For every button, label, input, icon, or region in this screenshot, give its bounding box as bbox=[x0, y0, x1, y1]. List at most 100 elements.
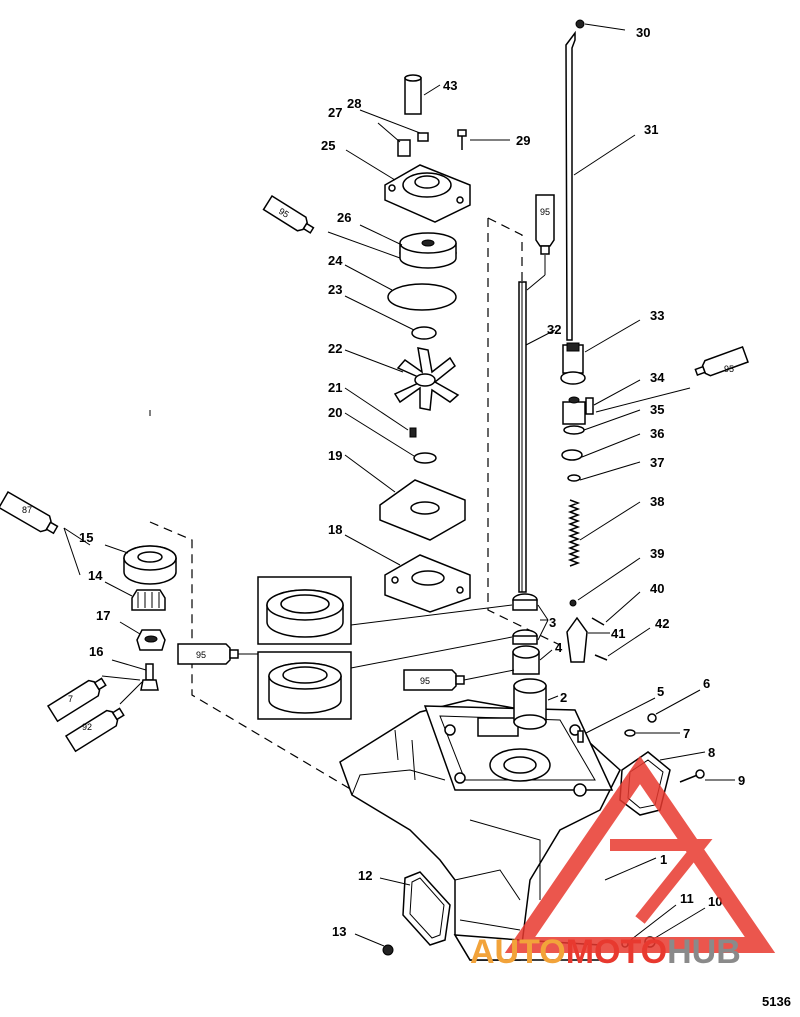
part-37-washer bbox=[567, 461, 641, 482]
callout-35: 35 bbox=[650, 402, 664, 417]
callout-18: 18 bbox=[328, 522, 342, 537]
callout-25: 25 bbox=[321, 138, 335, 153]
part-12-anode bbox=[379, 871, 451, 946]
callout-29: 29 bbox=[516, 133, 530, 148]
part-30-nut bbox=[575, 19, 626, 31]
callout-4: 4 bbox=[555, 640, 563, 655]
callout-38: 38 bbox=[650, 494, 664, 509]
callout-12: 12 bbox=[358, 868, 372, 883]
sealant-tube-87 bbox=[0, 490, 59, 535]
part-18-plate bbox=[344, 534, 471, 613]
part-34-cam bbox=[562, 379, 641, 425]
gearcase-housing bbox=[339, 699, 621, 961]
tube-label-95: 95 bbox=[420, 676, 430, 686]
tube-label-7: 7 bbox=[68, 694, 73, 704]
watermark-text-moto: MOTO bbox=[566, 933, 667, 971]
watermark-logo bbox=[504, 755, 776, 953]
part-20-washer bbox=[344, 412, 437, 464]
part-39-ball bbox=[569, 557, 641, 607]
part-40-pin bbox=[591, 591, 641, 626]
callout-5: 5 bbox=[657, 684, 664, 699]
part-36-washer bbox=[561, 433, 641, 461]
callout-24: 24 bbox=[328, 253, 343, 268]
tube-leader bbox=[119, 681, 143, 705]
callout-11: 11 bbox=[680, 891, 694, 906]
part-9-screw bbox=[679, 769, 735, 783]
callout-3: 3 bbox=[549, 615, 556, 630]
sealant-tube-95-center: 95 bbox=[526, 194, 555, 291]
part-2-bushing bbox=[513, 678, 559, 730]
callout-36: 36 bbox=[650, 426, 664, 441]
part-26-insert bbox=[359, 224, 457, 269]
callout-8: 8 bbox=[708, 745, 715, 760]
callout-42: 42 bbox=[655, 616, 669, 631]
tube-label-87: 87 bbox=[22, 505, 32, 515]
callout-22: 22 bbox=[328, 341, 342, 356]
part-22-impeller bbox=[344, 347, 460, 411]
callout-30: 30 bbox=[636, 25, 650, 40]
callout-31: 31 bbox=[644, 122, 658, 137]
assembly-path-pump bbox=[487, 217, 523, 560]
part-14-bearing bbox=[104, 581, 166, 611]
part-32-driveshaft bbox=[518, 281, 556, 593]
sealant-tube-95-lower: 95 bbox=[403, 669, 515, 691]
callout-32: 32 bbox=[547, 322, 561, 337]
part-3-bearings bbox=[512, 593, 549, 645]
tube-leader bbox=[101, 675, 141, 681]
callout-7: 7 bbox=[683, 726, 690, 741]
part-6-screw bbox=[647, 689, 701, 723]
callout-43: 43 bbox=[443, 78, 457, 93]
callout-15: 15 bbox=[79, 530, 93, 545]
callout-1: 1 bbox=[660, 852, 667, 867]
part-19-gasket bbox=[344, 454, 466, 541]
part-35-washer bbox=[563, 409, 641, 435]
part-21-key bbox=[344, 387, 417, 438]
callout-13: 13 bbox=[332, 924, 346, 939]
callout-2: 2 bbox=[560, 690, 567, 705]
part-17-pinion-gear bbox=[119, 621, 166, 651]
sealant-tube-92 bbox=[64, 707, 125, 753]
callout-21: 21 bbox=[328, 380, 342, 395]
part-33-coupler bbox=[560, 319, 641, 385]
watermark-text-auto: AUTO bbox=[470, 933, 566, 971]
tube-label-95: 95 bbox=[277, 206, 291, 220]
callout-39: 39 bbox=[650, 546, 664, 561]
tube-label-95: 95 bbox=[540, 207, 550, 217]
assembly-path-pump-left bbox=[487, 218, 561, 646]
part-43-sleeve bbox=[404, 74, 441, 115]
detail-box-lower-seal bbox=[257, 636, 513, 720]
callout-26: 26 bbox=[337, 210, 351, 225]
part-24-o-ring bbox=[344, 264, 457, 311]
callout-14: 14 bbox=[88, 568, 103, 583]
part-31-shift-rod bbox=[565, 30, 636, 341]
sealant-tube-95-left: 95 bbox=[262, 194, 315, 234]
tube-leader bbox=[327, 231, 401, 259]
part-15-bearing-race bbox=[104, 544, 177, 585]
callout-34: 34 bbox=[650, 370, 665, 385]
callout-37: 37 bbox=[650, 455, 664, 470]
callout-40: 40 bbox=[650, 581, 664, 596]
callout-27: 27 bbox=[328, 105, 342, 120]
detail-box-upper-seal bbox=[257, 576, 513, 645]
tube-label-95: 95 bbox=[196, 650, 206, 660]
part-42-screw bbox=[594, 627, 651, 661]
part-7-washer bbox=[624, 729, 680, 737]
tube-leader bbox=[63, 527, 91, 546]
callout-19: 19 bbox=[328, 448, 342, 463]
callout-33: 33 bbox=[650, 308, 664, 323]
sealant-tube-95-detail: 95 bbox=[177, 643, 258, 665]
callout-9: 9 bbox=[738, 773, 745, 788]
callout-17: 17 bbox=[96, 608, 110, 623]
assembly-path-gear bbox=[149, 521, 471, 861]
part-38-spring bbox=[567, 499, 641, 567]
part-16-nut bbox=[111, 659, 159, 691]
part-5-pin bbox=[577, 697, 656, 743]
part-25-pump-housing bbox=[345, 149, 471, 223]
tube-label-95: 95 bbox=[724, 364, 734, 374]
part-27-28-fitting bbox=[359, 109, 429, 157]
callout-28: 28 bbox=[347, 96, 361, 111]
watermark-text: AUTOMOTOHUB bbox=[470, 933, 741, 971]
part-13-nut bbox=[354, 933, 394, 956]
callout-20: 20 bbox=[328, 405, 342, 420]
callout-6: 6 bbox=[703, 676, 710, 691]
